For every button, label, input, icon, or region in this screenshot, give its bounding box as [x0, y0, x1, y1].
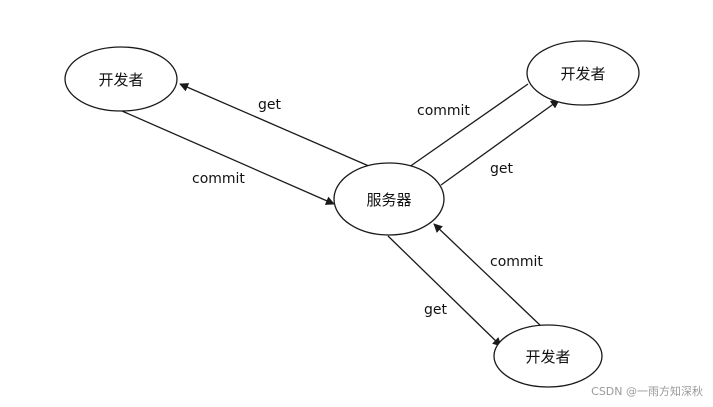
node-label-developer-top-right: 开发者 — [560, 65, 605, 83]
edge-label-get-top-left: get — [258, 97, 282, 113]
node-label-developer-bottom: 开发者 — [525, 348, 570, 366]
edge-label-commit-top-right: commit — [417, 103, 470, 119]
node-server: 服务器 — [333, 162, 445, 236]
edge-commit-top-right-developer-to-server — [401, 83, 529, 173]
edge-commit-bottom-developer-to-server — [433, 223, 543, 328]
node-developer-bottom: 开发者 — [493, 324, 603, 388]
edge-label-get-top-right: get — [490, 161, 514, 177]
edge-get-server-to-top-left-developer — [179, 83, 379, 171]
edge-label-commit-top-left: commit — [192, 171, 245, 187]
edge-label-commit-bottom: commit — [490, 254, 543, 270]
edge-label-get-bottom: get — [424, 302, 448, 318]
edge-commit-top-left-developer-to-server — [121, 110, 335, 205]
node-developer-top-right: 开发者 — [526, 40, 640, 106]
edge-get-server-to-bottom-developer — [387, 235, 502, 347]
node-developer-top-left: 开发者 — [64, 46, 178, 112]
edge-get-server-to-top-right-developer — [440, 99, 560, 186]
node-label-server: 服务器 — [366, 191, 411, 209]
node-label-developer-top-left: 开发者 — [98, 71, 143, 89]
watermark-text: CSDN @一雨方知深秋 — [591, 385, 703, 398]
